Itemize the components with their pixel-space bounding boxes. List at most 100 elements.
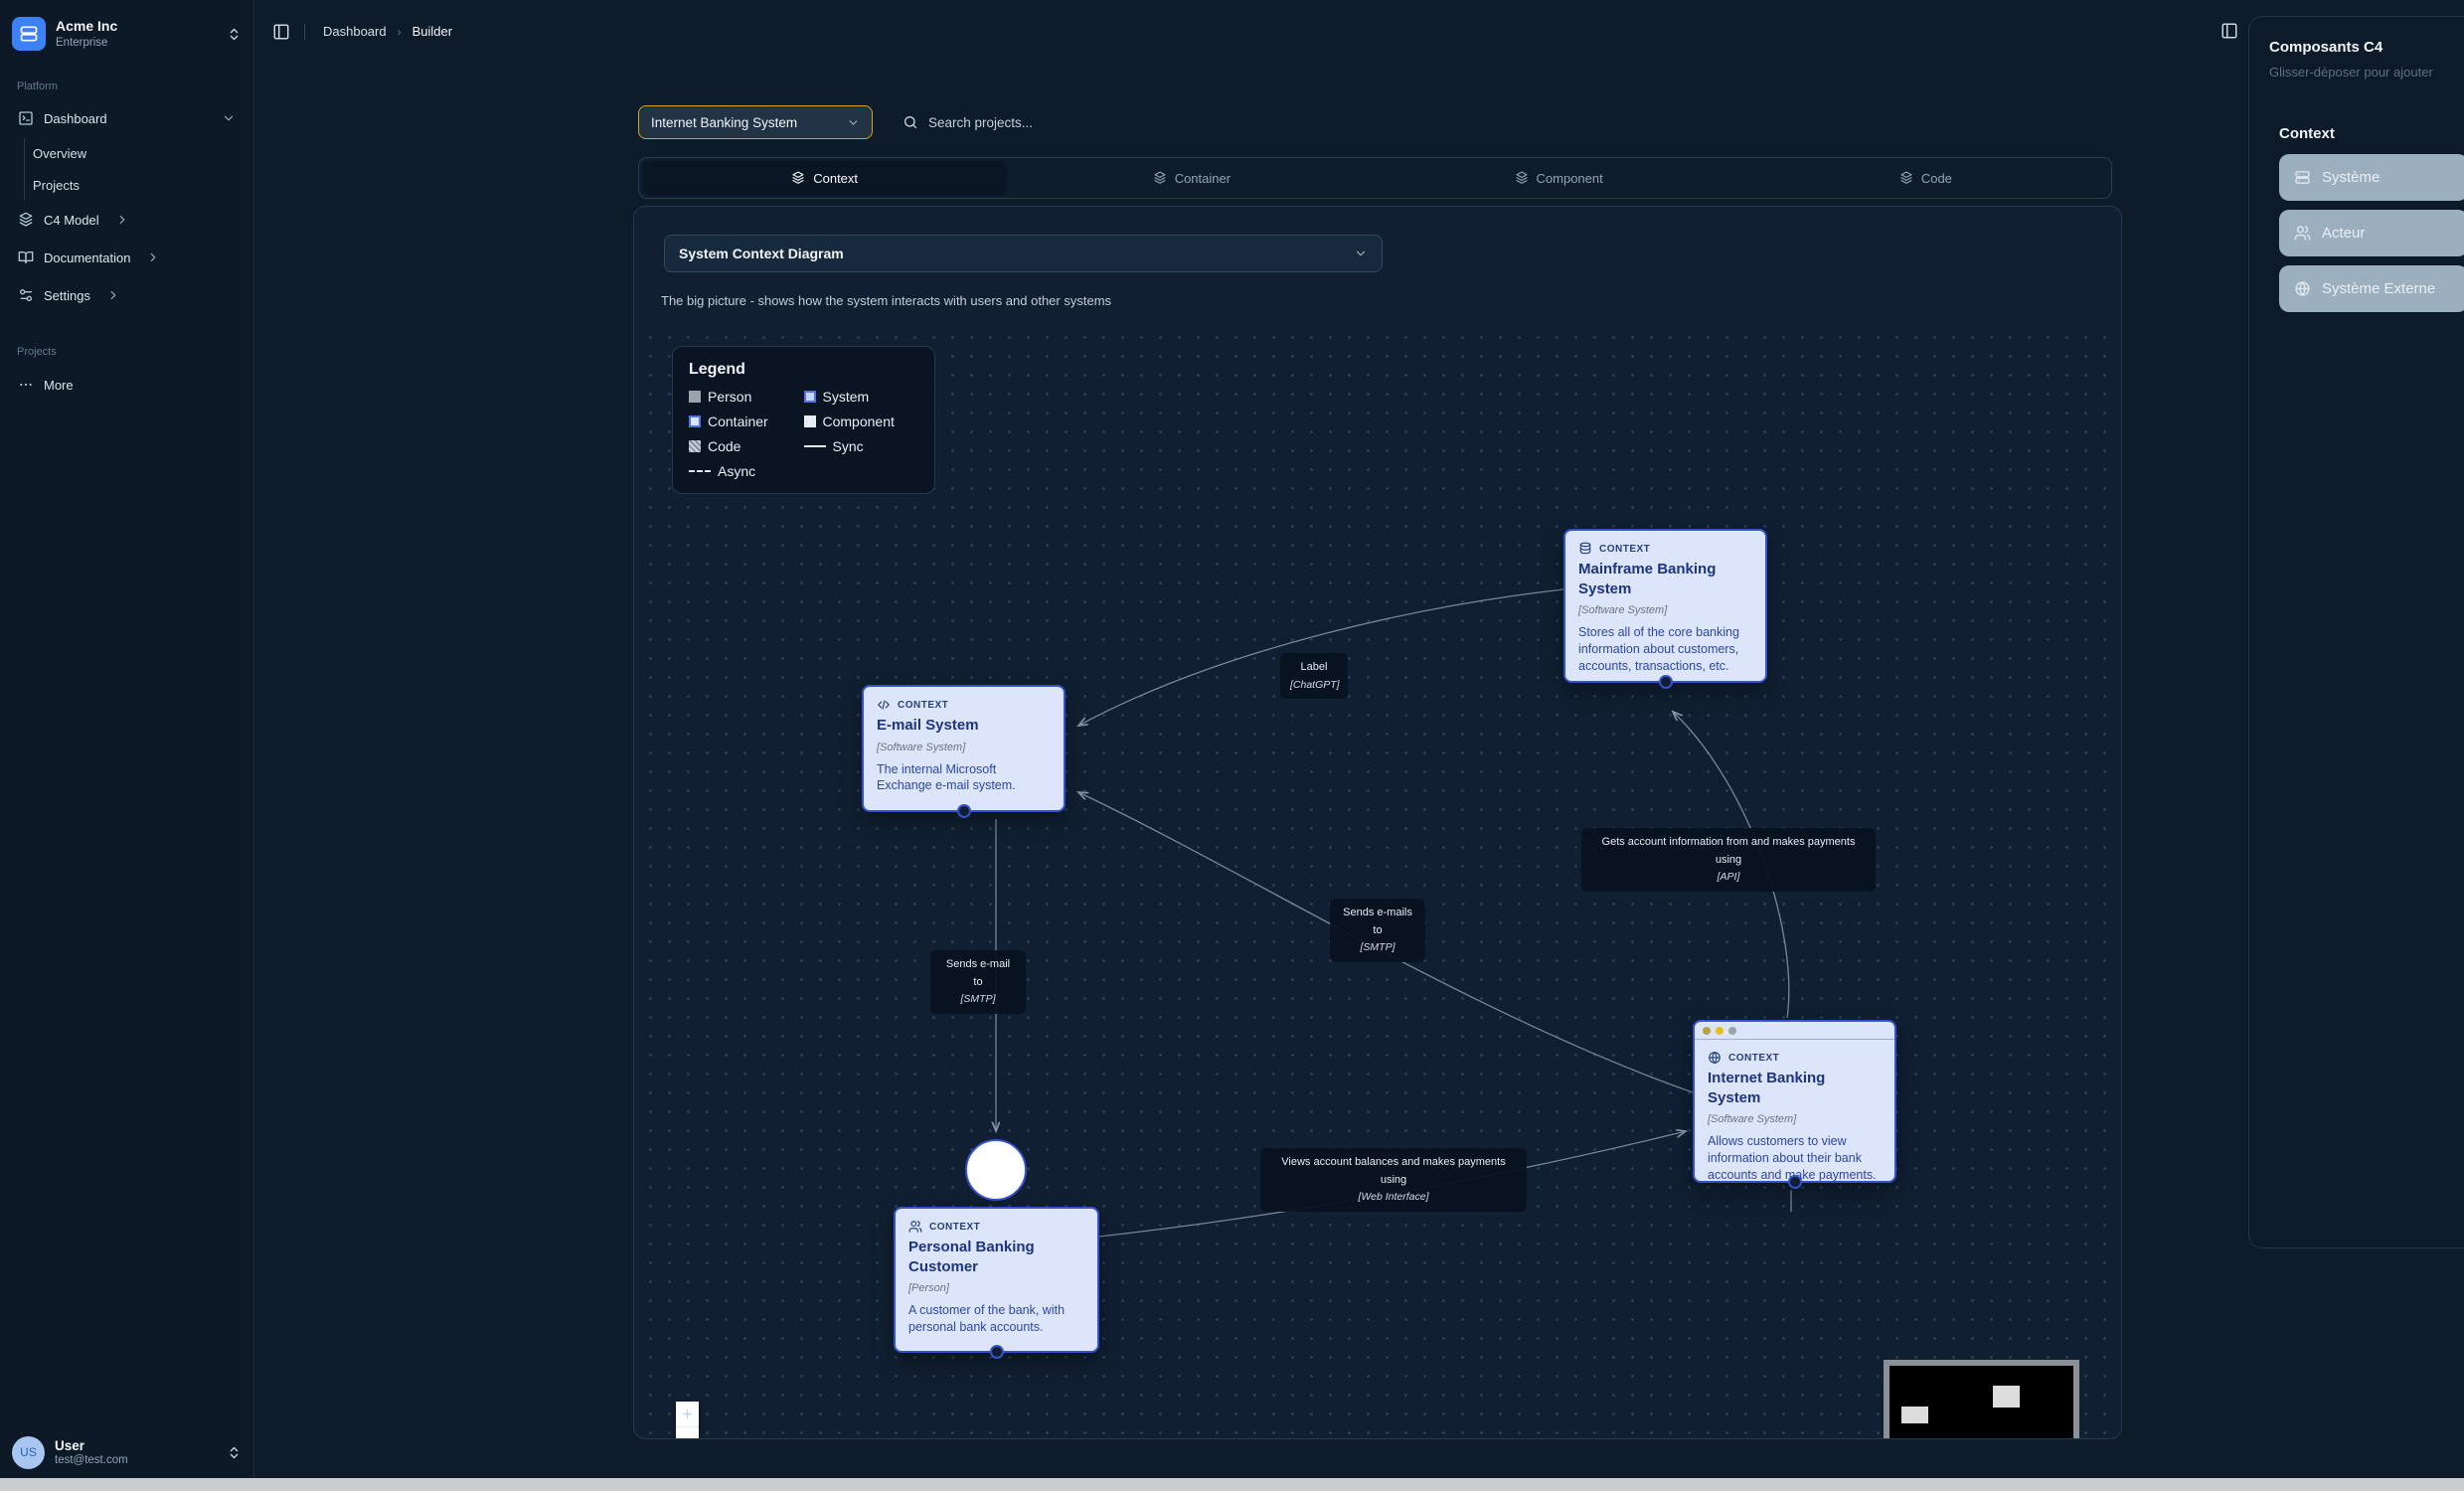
tab-container[interactable]: Container: [1009, 161, 1374, 195]
node-title: E-mail System: [877, 717, 979, 734]
node-meta: [Software System]: [877, 741, 966, 753]
legend-title: Legend: [689, 361, 745, 378]
window-dot-gray: [1728, 1026, 1736, 1035]
sidebar-item-label: Settings: [44, 287, 90, 303]
layers-icon: [1515, 171, 1529, 185]
edge-label-smtp-emails[interactable]: Sends e-mails to [SMTP]: [1330, 899, 1425, 962]
zoom-out-button[interactable]: [676, 1427, 699, 1438]
window-chrome-bar: [1695, 1022, 1894, 1040]
edge-label-api[interactable]: Gets account information from and makes …: [1581, 828, 1876, 892]
palette-item-systeme-externe[interactable]: Système Externe: [2279, 265, 2464, 312]
layers-icon: [1899, 171, 1913, 185]
connection-handle[interactable]: [989, 1345, 1004, 1359]
breadcrumb-dashboard[interactable]: Dashboard: [323, 24, 387, 39]
org-plan: Enterprise: [56, 36, 108, 49]
legend-item-code: Code: [689, 438, 804, 454]
node-description: Stores all of the core banking informati…: [1578, 625, 1739, 673]
node-badge-label: CONTEXT: [929, 1221, 981, 1233]
diagram-description: The big picture - shows how the system i…: [661, 293, 1112, 308]
legend: Legend Person System Container Component…: [672, 346, 935, 494]
person-swatch: [689, 391, 701, 403]
edge-label-smtp-email[interactable]: Sends e-mail to [SMTP]: [930, 950, 1026, 1014]
connection-handle[interactable]: [1787, 1175, 1802, 1189]
sidebar-item-c4-model[interactable]: C4 Model: [8, 204, 246, 236]
components-panel: Composants C4 Glisser-déposer pour ajout…: [2248, 16, 2464, 1248]
sidebar-item-projects[interactable]: Projects: [33, 177, 80, 193]
sidebar-item-settings[interactable]: Settings: [8, 279, 246, 311]
sidebar-item-documentation[interactable]: Documentation: [8, 242, 246, 273]
chevron-down-icon: [222, 111, 236, 125]
globe-icon: [1708, 1051, 1722, 1065]
node-meta: [Software System]: [1708, 1113, 1797, 1125]
breadcrumb-builder: Builder: [411, 24, 453, 39]
node-title: Internet Banking System: [1708, 1070, 1826, 1106]
projects-section-label: Projects: [17, 346, 57, 358]
minimap[interactable]: [1884, 1360, 2079, 1438]
node-description: The internal Microsoft Exchange e-mail s…: [877, 761, 1016, 793]
terminal-icon: [18, 110, 34, 126]
user-name: User: [55, 1437, 85, 1453]
async-line-swatch: [689, 470, 711, 472]
container-swatch: [689, 415, 701, 427]
zoom-in-button[interactable]: [676, 1402, 699, 1427]
components-section-label: Context: [2279, 125, 2335, 142]
node-mainframe-banking-system[interactable]: CONTEXT Mainframe Banking System [Softwa…: [1563, 529, 1767, 689]
connection-handle[interactable]: [956, 804, 971, 818]
code-swatch: [689, 440, 701, 452]
palette-item-acteur[interactable]: Acteur: [2279, 210, 2464, 256]
node-internet-banking-system[interactable]: CONTEXT Internet Banking System [Softwar…: [1693, 1020, 1896, 1189]
horizontal-scrollbar[interactable]: [0, 1478, 2464, 1491]
chevron-right-icon: [115, 213, 129, 227]
layers-icon: [1153, 171, 1167, 185]
connection-handle[interactable]: [1658, 675, 1673, 689]
tab-context[interactable]: Context: [642, 161, 1008, 195]
tab-code[interactable]: Code: [1743, 161, 2108, 195]
org-switcher[interactable]: Acme Inc Enterprise: [12, 12, 242, 56]
edge-label-web-interface[interactable]: Views account balances and makes payment…: [1260, 1148, 1527, 1212]
minimap-node: [1993, 1386, 2020, 1408]
breadcrumb-chevron-icon: ›: [397, 24, 402, 39]
sidebar-item-more[interactable]: More: [8, 369, 246, 401]
search-input[interactable]: [928, 114, 1266, 130]
panel-right-toggle-icon[interactable]: [2220, 22, 2238, 40]
legend-item-container: Container: [689, 414, 804, 429]
node-description: A customer of the bank, with personal ba…: [908, 1303, 1066, 1334]
node-description: Allows customers to view information abo…: [1708, 1134, 1877, 1182]
node-title: Personal Banking Customer: [908, 1239, 1035, 1275]
legend-item-async: Async: [689, 463, 804, 479]
project-select-value: Internet Banking System: [651, 114, 798, 130]
database-icon: [1578, 542, 1592, 556]
legend-item-component: Component: [803, 414, 919, 429]
palette-item-systeme[interactable]: Système: [2279, 154, 2464, 201]
node-personal-banking-customer[interactable]: CONTEXT Personal Banking Customer [Perso…: [894, 1207, 1099, 1359]
users-icon: [908, 1220, 922, 1234]
components-panel-title: Composants C4: [2269, 39, 2383, 56]
sidebar-item-dashboard[interactable]: Dashboard: [8, 102, 246, 134]
ellipsis-icon: [18, 377, 34, 393]
sidebar-item-overview[interactable]: Overview: [33, 145, 87, 161]
node-meta: [Person]: [908, 1282, 949, 1294]
sidebar-item-label: Dashboard: [44, 110, 107, 126]
topbar-separator: [304, 23, 305, 40]
org-name: Acme Inc: [56, 18, 118, 35]
diagram-type-select[interactable]: System Context Diagram: [664, 235, 1383, 272]
panel-left-toggle-icon[interactable]: [272, 23, 290, 41]
tab-component[interactable]: Component: [1377, 161, 1741, 195]
chevrons-up-down-icon: [227, 1445, 242, 1460]
user-email: test@test.com: [55, 1454, 128, 1467]
chevron-down-icon: [847, 116, 860, 129]
dashboard-subnav-rail: [24, 138, 25, 200]
window-dot-yellow: [1716, 1026, 1724, 1035]
sliders-icon: [18, 287, 34, 303]
project-select[interactable]: Internet Banking System: [638, 105, 873, 139]
edge-label-chatgpt[interactable]: Label [ChatGPT]: [1280, 653, 1348, 700]
node-badge-label: CONTEXT: [898, 699, 949, 711]
user-menu[interactable]: US User test@test.com: [12, 1429, 242, 1475]
org-logo-icon: [12, 17, 46, 51]
flow-canvas[interactable]: Legend Person System Container Component…: [635, 324, 2120, 1438]
diagram-type-value: System Context Diagram: [679, 246, 844, 261]
left-sidebar: Acme Inc Enterprise Platform Dashboard O…: [0, 0, 254, 1491]
node-email-system[interactable]: CONTEXT E-mail System [Software System] …: [862, 685, 1066, 818]
flow-controls: [676, 1402, 699, 1438]
